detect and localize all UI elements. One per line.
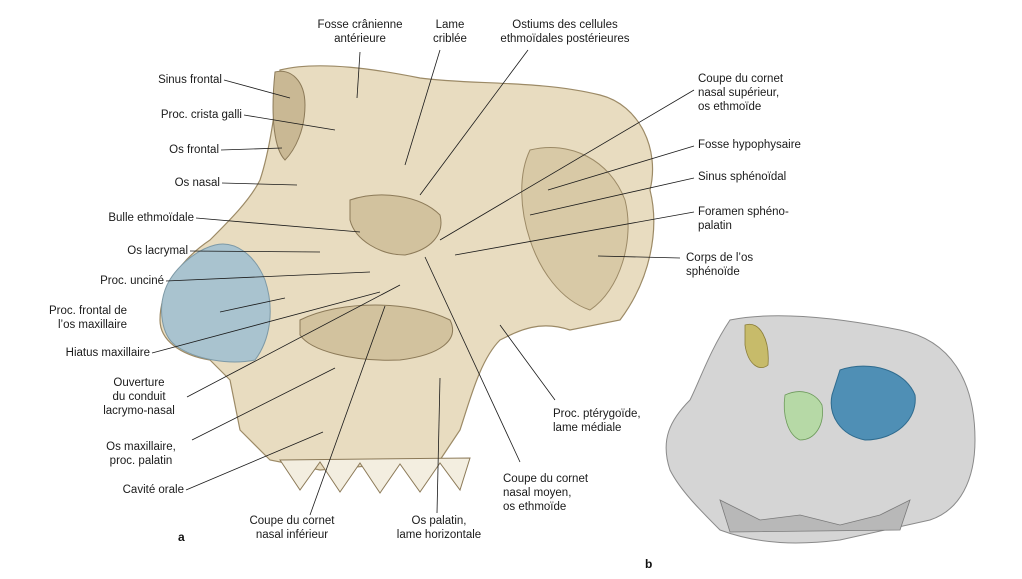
label-coupe-cornet-superieur: Coupe du cornet nasal supérieur, os ethm… xyxy=(698,73,784,113)
label-proc-frontal-os-maxillaire: Proc. frontal de l’os maxillaire xyxy=(49,305,127,331)
panel-b-frontal-sinus xyxy=(744,323,769,369)
label-cavite-orale: Cavité orale xyxy=(122,484,184,496)
label-fosse-cranienne: Fosse crânienne antérieure xyxy=(317,19,403,45)
panel-b-ethmoid-cells xyxy=(783,391,823,441)
label-proc-crista-galli: Proc. crista galli xyxy=(160,109,242,121)
panel-b-sphenoid-sinus xyxy=(830,365,916,441)
label-os-maxillaire-proc-palatin: Os maxillaire, proc. palatin xyxy=(106,441,176,467)
panel-b-maxilla xyxy=(719,499,911,533)
panel-a-letter: a xyxy=(178,530,185,544)
leader-lines xyxy=(151,49,695,516)
label-lame-criblee: Lame criblée xyxy=(433,19,467,45)
label-bulle-ethmoidale: Bulle ethmoïdale xyxy=(108,212,194,224)
label-proc-uncine: Proc. unciné xyxy=(100,275,164,287)
label-ouverture-conduit: Ouverture du conduit lacrymo-nasal xyxy=(103,377,175,417)
label-proc-pterygoide: Proc. ptérygoïde, lame médiale xyxy=(553,408,641,434)
label-sinus-sphenoidal: Sinus sphénoïdal xyxy=(698,171,787,183)
label-os-palatin: Os palatin, lame horizontale xyxy=(396,515,482,541)
label-coupe-cornet-moyen: Coupe du cornet nasal moyen, os ethmoïde xyxy=(503,473,589,513)
label-os-frontal: Os frontal xyxy=(169,144,219,156)
label-os-nasal: Os nasal xyxy=(174,177,220,189)
label-sinus-frontal: Sinus frontal xyxy=(158,74,222,86)
label-os-lacrymal: Os lacrymal xyxy=(127,245,188,257)
label-ostiums: Ostiums des cellules ethmoïdales postéri… xyxy=(500,19,630,45)
nasal-cartilage xyxy=(161,243,271,363)
label-hiatus-maxillaire: Hiatus maxillaire xyxy=(65,347,150,359)
label-foramen-spheno-palatin: Foramen sphéno- palatin xyxy=(698,206,789,232)
panel-b-letter: b xyxy=(645,557,653,571)
inferior-turbinate xyxy=(299,304,453,361)
label-corps-os-sphenoide: Corps de l’os sphénoïde xyxy=(686,252,754,278)
label-fosse-hypophysaire: Fosse hypophysaire xyxy=(698,139,801,151)
frontal-sinus-region xyxy=(272,70,306,161)
middle-turbinate xyxy=(349,194,442,256)
panel-b-skull xyxy=(665,315,976,544)
label-coupe-cornet-inferieur: Coupe du cornet nasal inférieur xyxy=(249,515,335,541)
sphenoid-region xyxy=(521,146,629,311)
